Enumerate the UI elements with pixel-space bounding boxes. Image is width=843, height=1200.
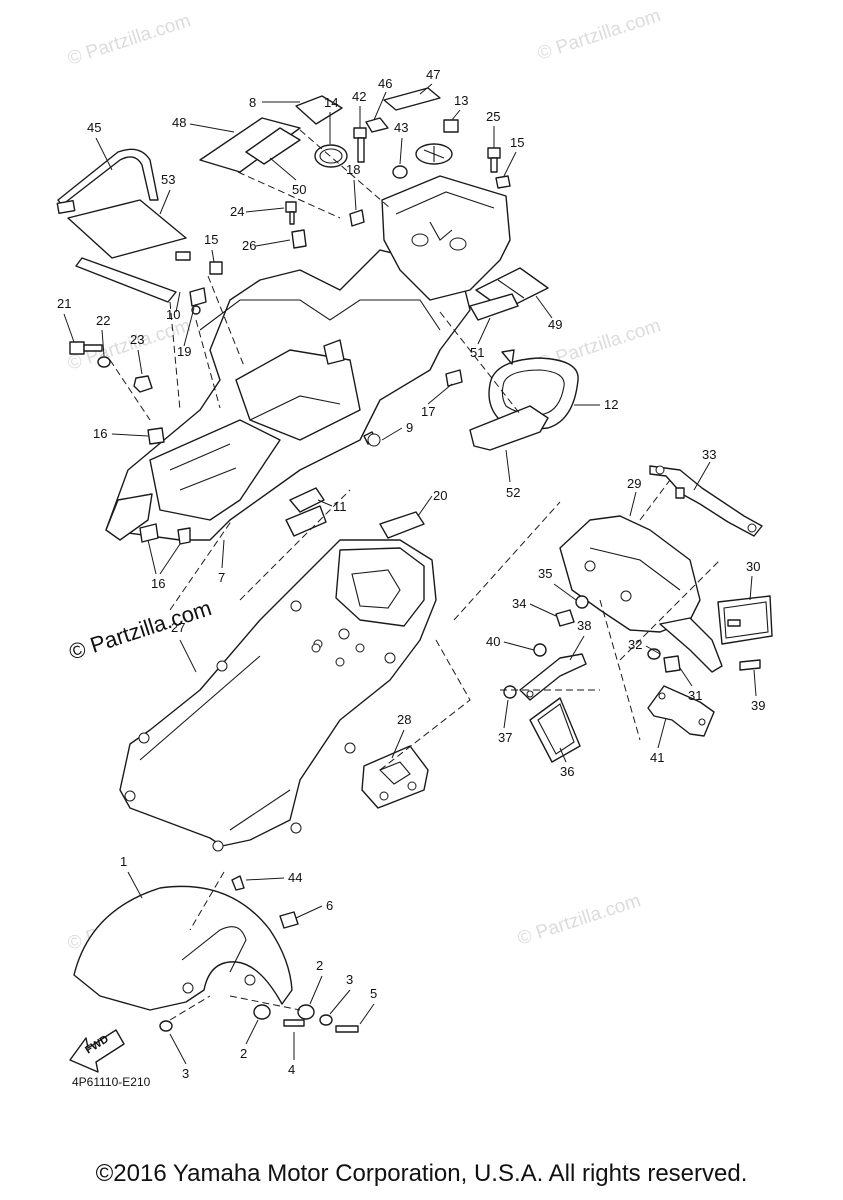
callout-6[interactable]: 6 [326, 898, 333, 913]
callout-13[interactable]: 13 [454, 93, 468, 108]
callout-23[interactable]: 23 [130, 332, 144, 347]
callout-34[interactable]: 34 [512, 596, 526, 611]
callout-24[interactable]: 24 [230, 204, 244, 219]
callout-45[interactable]: 45 [87, 120, 101, 135]
callout-21[interactable]: 21 [57, 296, 71, 311]
callout-41[interactable]: 41 [650, 750, 664, 765]
callout-53[interactable]: 53 [161, 172, 175, 187]
tool-band [367, 349, 579, 451]
pads [361, 511, 429, 809]
front-fender [73, 875, 299, 1011]
callout-26[interactable]: 26 [242, 238, 256, 253]
tail-cover [559, 515, 723, 673]
plate-bracket [649, 465, 763, 537]
right-fasteners [503, 595, 681, 699]
callout-42[interactable]: 42 [352, 89, 366, 104]
watermark: © Partzilla.com [515, 890, 643, 950]
seal-sheets [199, 87, 441, 173]
fuel-cap-and-bolts [189, 119, 511, 315]
watermark-main: © Partzilla.com [66, 595, 215, 665]
callout-32[interactable]: 32 [628, 637, 642, 652]
callout-22[interactable]: 22 [96, 313, 110, 328]
callout-17[interactable]: 17 [421, 404, 435, 419]
callout-37[interactable]: 37 [498, 730, 512, 745]
callout-50[interactable]: 50 [292, 182, 306, 197]
callout-10[interactable]: 10 [166, 307, 180, 322]
callout-12[interactable]: 12 [604, 397, 618, 412]
callout-40[interactable]: 40 [486, 634, 500, 649]
callout-31[interactable]: 31 [688, 688, 702, 703]
callout-46[interactable]: 46 [378, 76, 392, 91]
callout-43[interactable]: 43 [394, 120, 408, 135]
callout-36[interactable]: 36 [560, 764, 574, 779]
storage-sheet [67, 199, 191, 303]
callout-3[interactable]: 3 [182, 1066, 189, 1081]
callout-30[interactable]: 30 [746, 559, 760, 574]
battery-box [381, 175, 511, 301]
assembly-lines [109, 129, 721, 1021]
seat-strap [56, 148, 159, 215]
callout-29[interactable]: 29 [627, 476, 641, 491]
callout-19[interactable]: 19 [177, 344, 191, 359]
callout-44[interactable]: 44 [288, 870, 302, 885]
callout-4[interactable]: 4 [288, 1062, 295, 1077]
callout-25[interactable]: 25 [486, 109, 500, 124]
copyright-notice: ©2016 Yamaha Motor Corporation, U.S.A. A… [95, 1160, 748, 1187]
callout-33[interactable]: 33 [702, 447, 716, 462]
callout-16[interactable]: 16 [93, 426, 107, 441]
callout-18[interactable]: 18 [346, 162, 360, 177]
callout-11[interactable]: 11 [333, 499, 347, 514]
inner-fender [119, 539, 437, 852]
watermark: © Partzilla.com [65, 10, 193, 70]
callout-16[interactable]: 16 [151, 576, 165, 591]
fender-fasteners [159, 1004, 359, 1033]
callout-15[interactable]: 15 [204, 232, 218, 247]
callout-51[interactable]: 51 [470, 345, 484, 360]
leader-lines [63, 83, 757, 1065]
callout-35[interactable]: 35 [538, 566, 552, 581]
callout-49[interactable]: 49 [548, 317, 562, 332]
callout-14[interactable]: 14 [324, 95, 338, 110]
left-fasteners [69, 341, 153, 393]
callout-2[interactable]: 2 [316, 958, 323, 973]
callout-8[interactable]: 8 [249, 95, 256, 110]
callouts: 8 14 42 46 47 13 25 15 45 48 43 18 53 50… [57, 67, 765, 1081]
diagram-code: 4P61110-E210 [72, 1075, 151, 1089]
watermark: © Partzilla.com [535, 5, 663, 65]
reflector-stay [519, 653, 587, 763]
license-light [717, 595, 773, 671]
callout-28[interactable]: 28 [397, 712, 411, 727]
license-light-bracket [647, 685, 715, 737]
callout-5[interactable]: 5 [370, 986, 377, 1001]
callout-15[interactable]: 15 [510, 135, 524, 150]
callout-38[interactable]: 38 [577, 618, 591, 633]
callout-7[interactable]: 7 [218, 570, 225, 585]
fwd-arrow: FWD [69, 1029, 125, 1073]
callout-20[interactable]: 20 [433, 488, 447, 503]
callout-52[interactable]: 52 [506, 485, 520, 500]
fender-parts-diagram: © Partzilla.com © Partzilla.com © Partzi… [56, 5, 773, 1089]
callout-47[interactable]: 47 [426, 67, 440, 82]
callout-1[interactable]: 1 [120, 854, 127, 869]
callout-3[interactable]: 3 [346, 972, 353, 987]
callout-27[interactable]: 27 [171, 620, 185, 635]
callout-2[interactable]: 2 [240, 1046, 247, 1061]
callout-9[interactable]: 9 [406, 420, 413, 435]
sponge-sheets [469, 267, 549, 321]
callout-39[interactable]: 39 [751, 698, 765, 713]
callout-48[interactable]: 48 [172, 115, 186, 130]
